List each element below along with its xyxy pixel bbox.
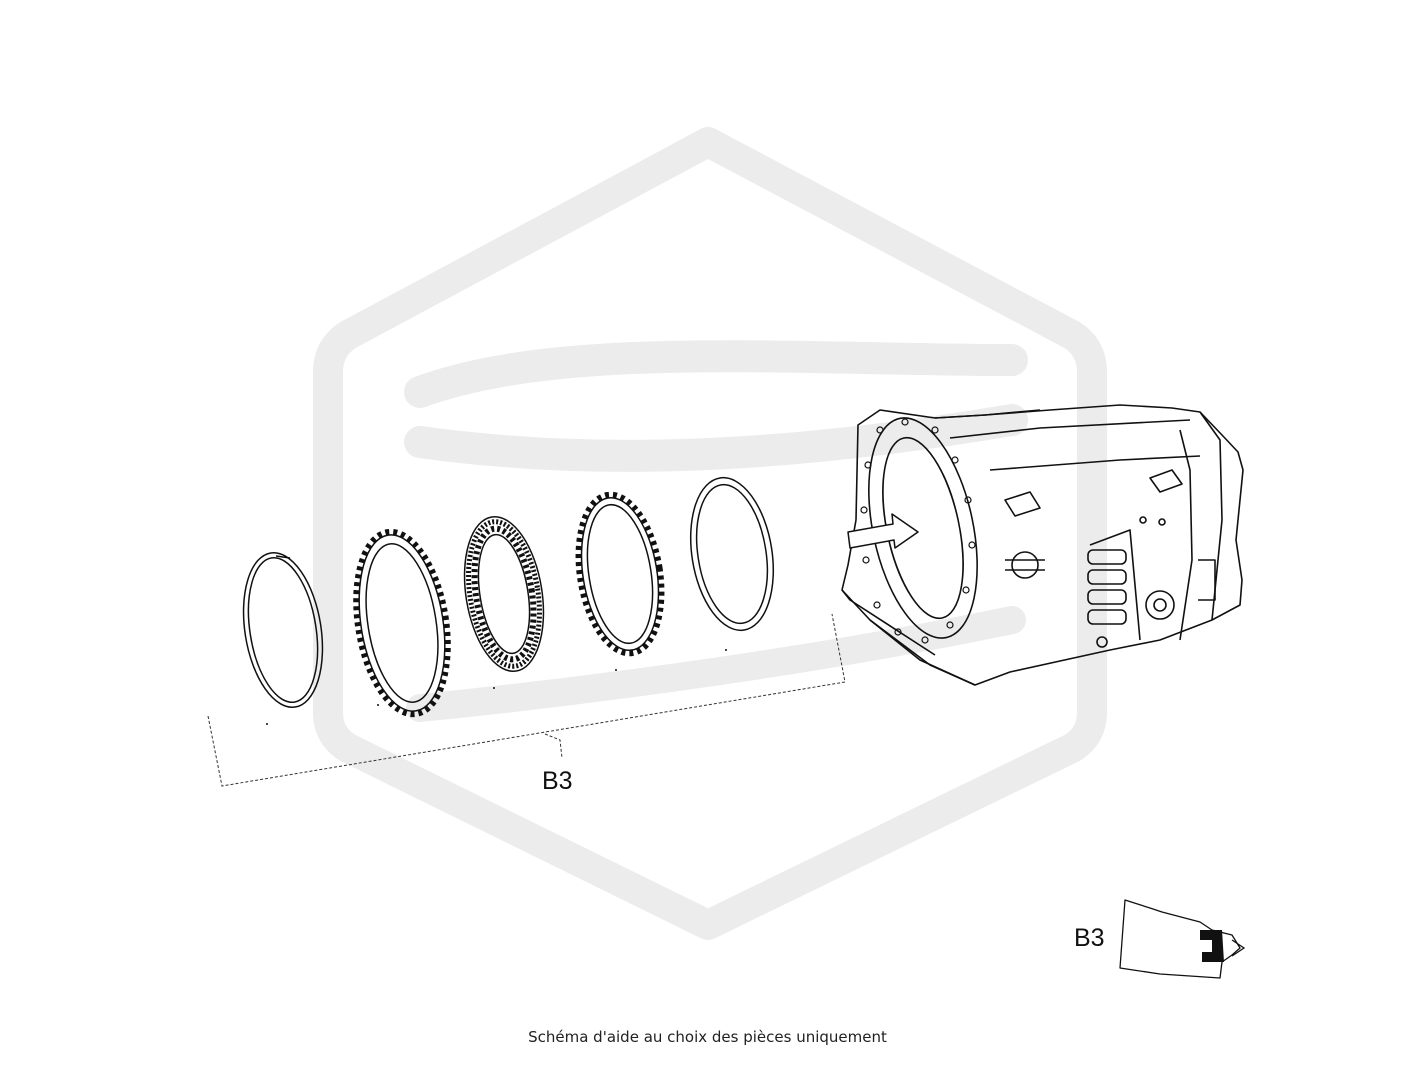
group-label: B3 (542, 767, 573, 795)
locator-label: B3 (1074, 924, 1105, 952)
clutch-steel-plate-2 (575, 491, 665, 657)
group-bracket (207, 613, 846, 787)
clutch-friction-plate (463, 515, 545, 673)
installation-arrow (847, 513, 919, 549)
reference-dots (266, 649, 727, 725)
snap-ring (242, 551, 324, 709)
diagram-caption: Schéma d'aide au choix des pièces unique… (528, 1028, 887, 1046)
clutch-steel-plate (353, 528, 451, 718)
locator-thumbnail (1119, 899, 1246, 979)
bellhousing-bolts (860, 418, 976, 644)
pressure-plate (689, 476, 775, 632)
watermark-logo (313, 127, 1107, 940)
